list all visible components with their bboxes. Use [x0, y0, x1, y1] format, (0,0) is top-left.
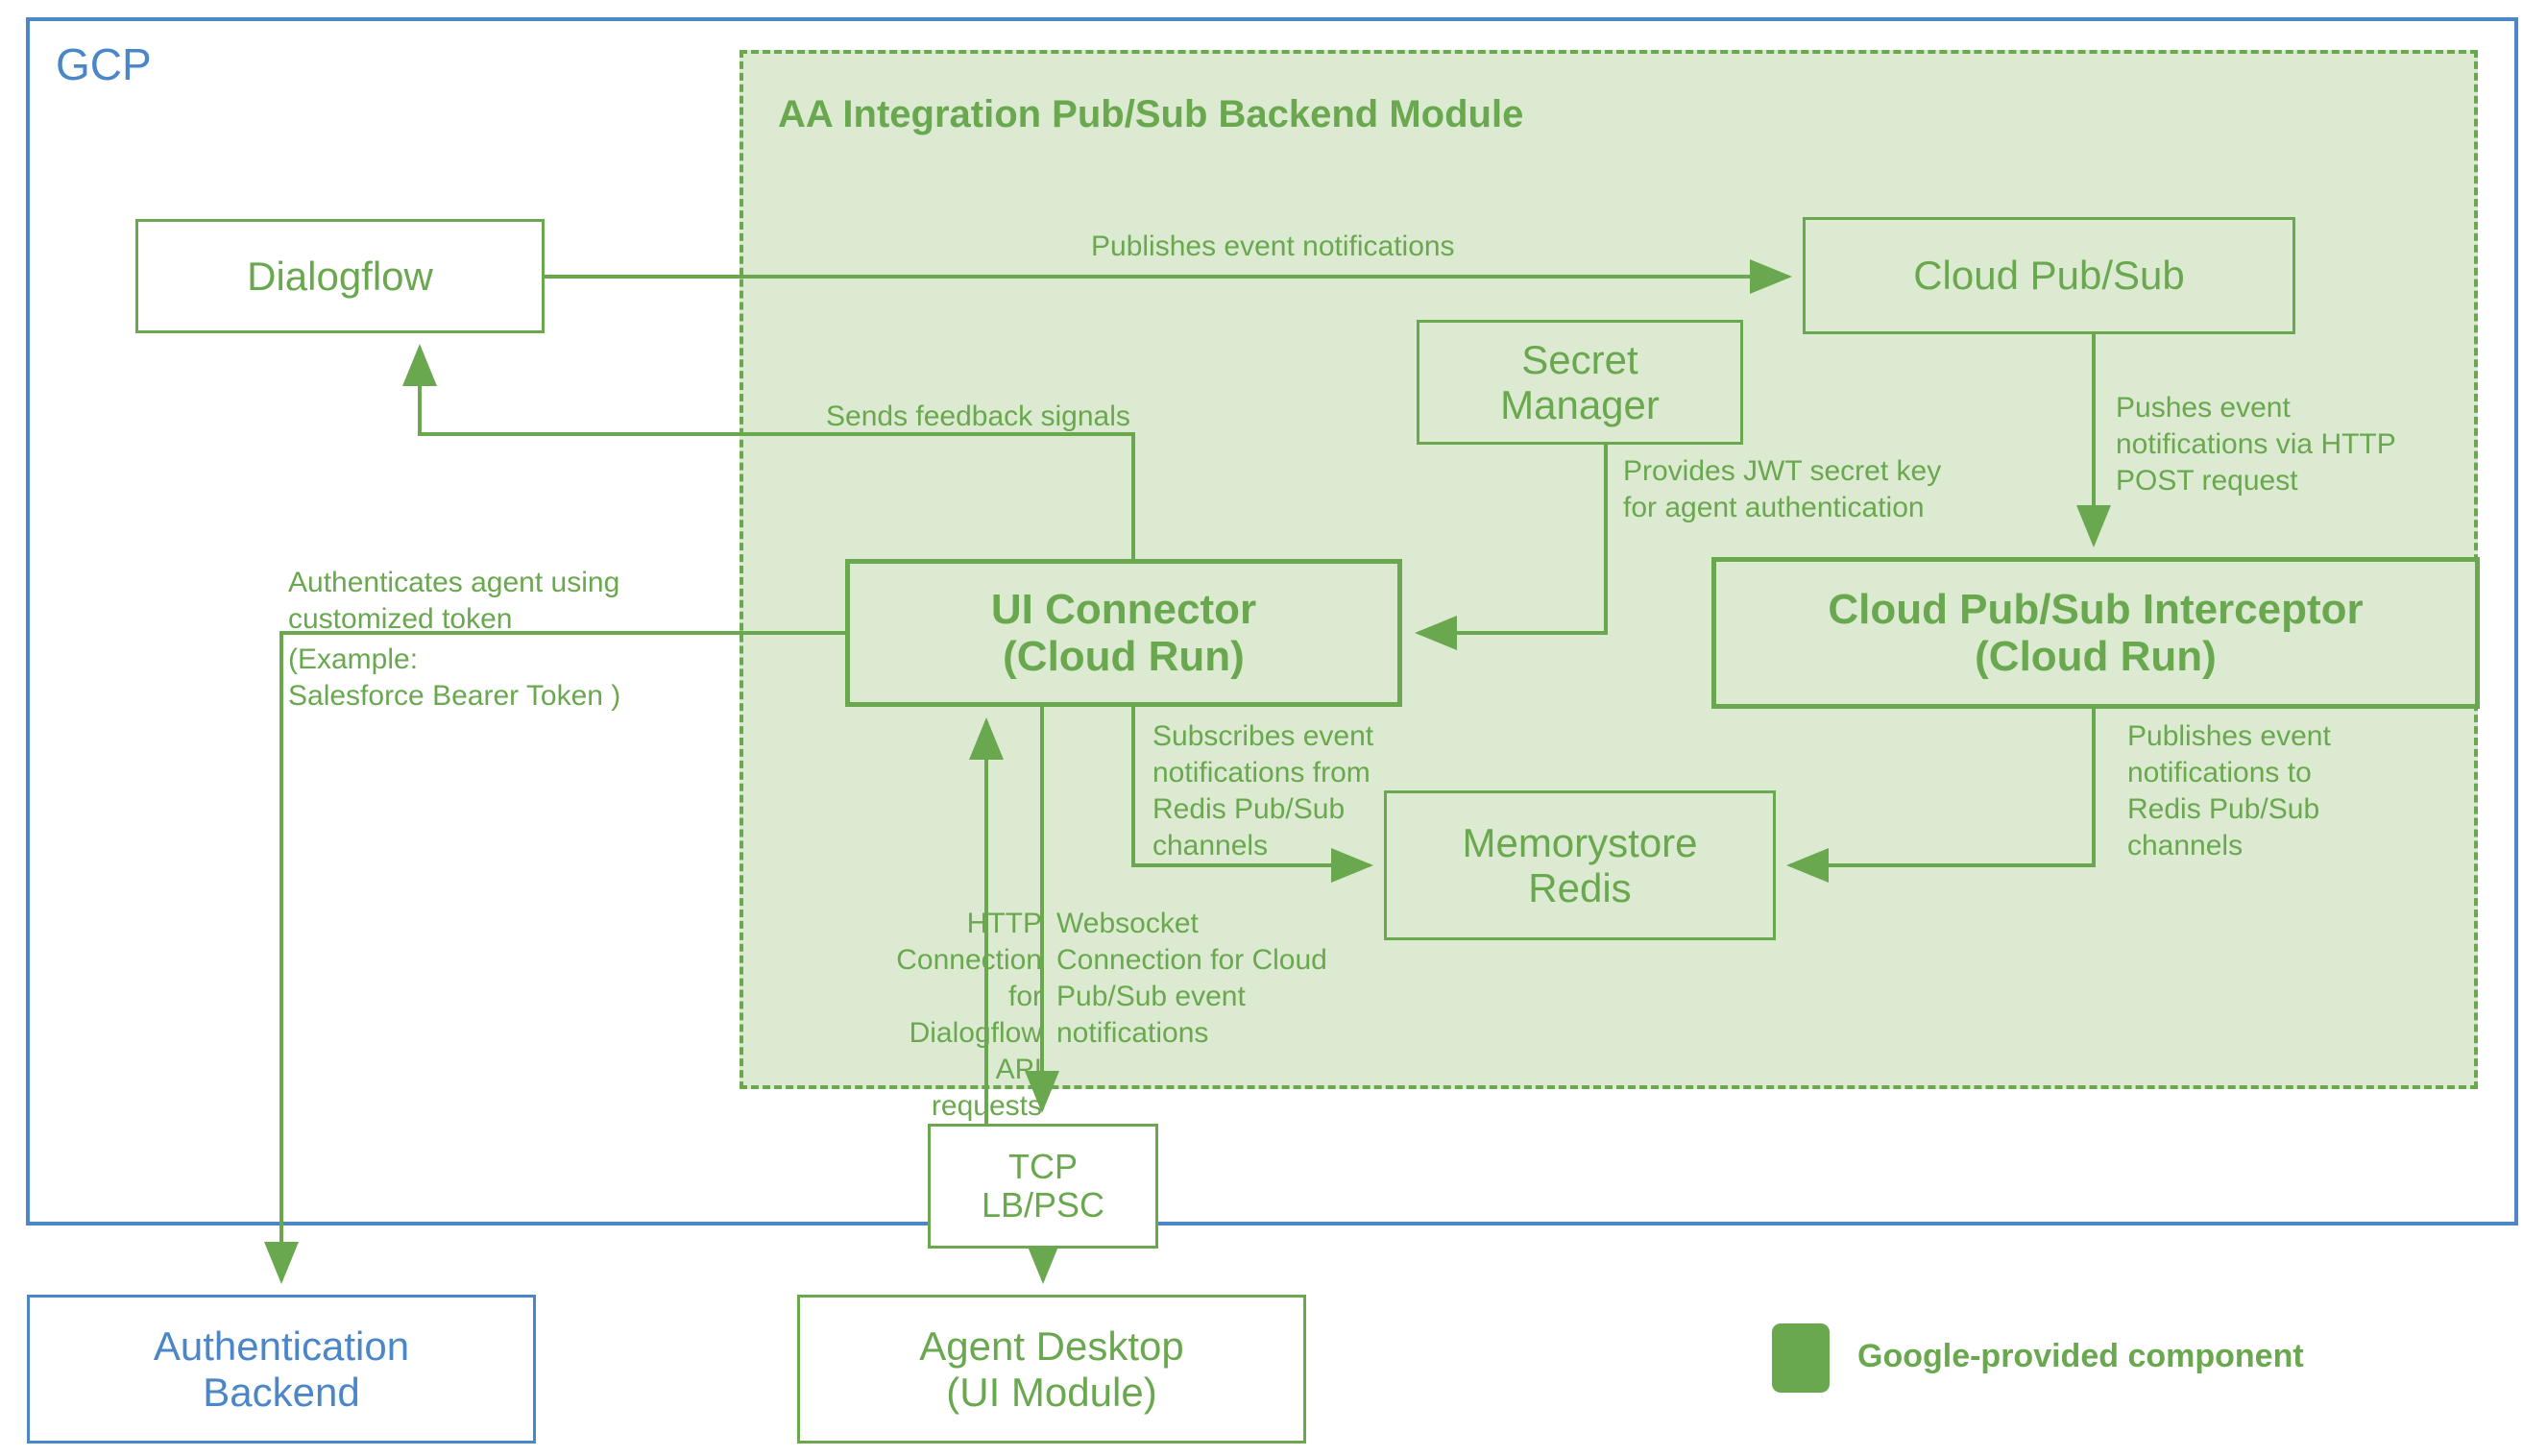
- edge-label-authenticates-agent-example: (Example: Salesforce Bearer Token ): [288, 643, 621, 712]
- edge-label-authenticates-agent: Authenticates agent using customized tok…: [288, 567, 620, 635]
- gcp-boundary: [26, 17, 2518, 1225]
- gcp-label: GCP: [56, 39, 152, 89]
- edge-label-provides-jwt-secret-key: Provides JWT secret key for agent authen…: [1623, 455, 1942, 523]
- edge-label-pushes-event-http-post: Pushes event notifications via HTTP POST…: [2116, 392, 2396, 497]
- node-tcp-lb-psc[interactable]: TCP LB/PSC: [928, 1124, 1158, 1249]
- legend-label: Google-provided component: [1857, 1338, 2304, 1374]
- node-dialogflow[interactable]: Dialogflow: [135, 219, 545, 333]
- edge-label-publishes-event-notifications: Publishes event notifications: [1091, 231, 1455, 262]
- module-title: AA Integration Pub/Sub Backend Module: [778, 93, 1524, 135]
- legend-swatch-icon: [1772, 1323, 1830, 1393]
- node-secret-manager[interactable]: Secret Manager: [1417, 320, 1743, 445]
- edge-label-websocket-connection: Websocket Connection for Cloud Pub/Sub e…: [1056, 908, 1327, 1049]
- edge-label-subscribes-event-notifications: Subscribes event notifications from Redi…: [1152, 720, 1374, 861]
- edge-label-publishes-event-to-redis: Publishes event notifications to Redis P…: [2127, 720, 2331, 861]
- node-authentication-backend[interactable]: Authentication Backend: [27, 1295, 536, 1444]
- node-memorystore-redis[interactable]: Memorystore Redis: [1384, 790, 1776, 940]
- edge-label-sends-feedback-signals: Sends feedback signals: [826, 400, 1130, 432]
- node-cloud-pubsub-interceptor[interactable]: Cloud Pub/Sub Interceptor (Cloud Run): [1711, 557, 2480, 709]
- node-cloud-pubsub[interactable]: Cloud Pub/Sub: [1803, 217, 2295, 334]
- edge-label-http-connection: HTTP Connection for Dialogflow API reque…: [896, 908, 1042, 1122]
- node-agent-desktop[interactable]: Agent Desktop (UI Module): [797, 1295, 1306, 1444]
- node-ui-connector[interactable]: UI Connector (Cloud Run): [845, 559, 1402, 707]
